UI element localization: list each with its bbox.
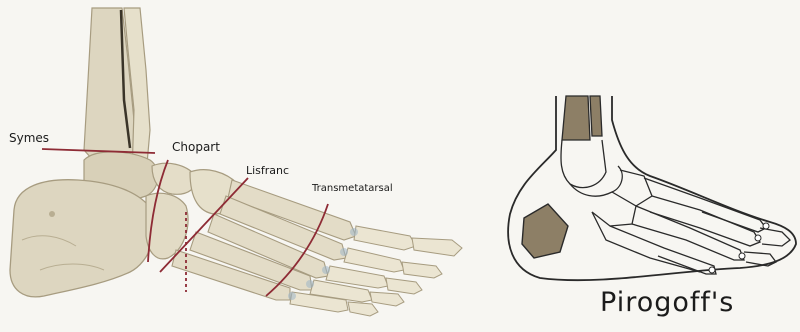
label-chopart: Chopart bbox=[172, 140, 220, 154]
calcaneus-fragment bbox=[522, 204, 568, 258]
calcaneus bbox=[10, 180, 155, 297]
fibula-stump bbox=[590, 96, 602, 136]
tibia-stump bbox=[562, 96, 590, 140]
foot-skeleton-lateral bbox=[10, 8, 462, 316]
label-lisfranc: Lisfranc bbox=[246, 164, 289, 177]
label-pirogoff: Pirogoff's bbox=[600, 287, 734, 318]
label-symes: Symes bbox=[9, 131, 49, 145]
label-transmetatarsal: Transmetatarsal bbox=[312, 183, 393, 194]
pirogoff-diagram bbox=[508, 96, 796, 280]
